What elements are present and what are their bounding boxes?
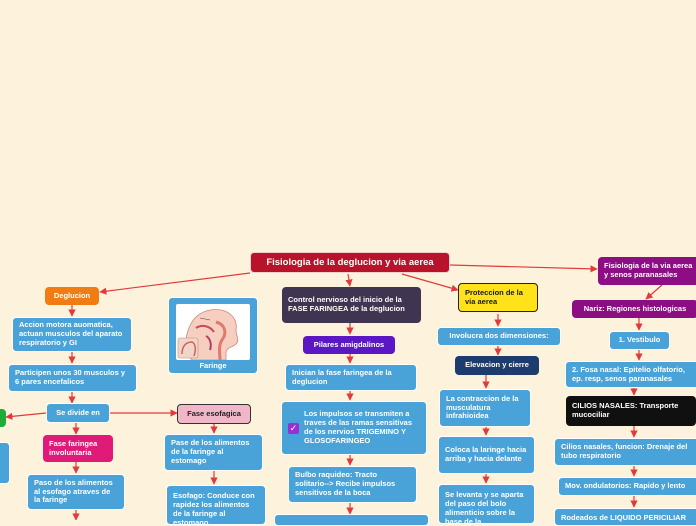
pharynx-illustration (176, 304, 250, 360)
faringe-caption: Faringe (169, 361, 257, 370)
topic-rodeados[interactable]: Rodeados de LIQUIDO PERICILIAR (554, 508, 696, 526)
topic-control-nervioso[interactable]: Control nervioso del inicio de la FASE F… (282, 287, 421, 323)
topic-nariz[interactable]: Nariz: Regiones histologicas (572, 300, 696, 318)
topic-pase-alimentos[interactable]: Pase de los alimentos de la faringe al e… (164, 434, 263, 471)
topic-participan[interactable]: Participen unos 30 musculos y 6 pares en… (8, 364, 137, 392)
topic-inician[interactable]: Inician la fase faringea de la deglucion (285, 364, 417, 391)
topic-accion-motora[interactable]: Accion motora auomatica, actuan musculos… (12, 317, 132, 352)
topic-edge-left-green[interactable] (0, 409, 6, 427)
topic-edge-left-blue[interactable] (0, 442, 10, 484)
topic-impulsos[interactable]: ✓ Los impulsos se transmiten a traves de… (281, 401, 427, 455)
impulsos-text: Los impulsos se transmiten a traves de l… (304, 410, 420, 445)
topic-involucra[interactable]: Involucra dos dimensiones: (437, 327, 561, 346)
root-topic[interactable]: Fisiologia de la deglucion y via aerea (250, 252, 450, 273)
checkbox-checked-icon[interactable]: ✓ (288, 423, 299, 434)
topic-middle-bottom[interactable] (274, 514, 429, 526)
topic-cilios-funcion[interactable]: Cilios nasales, funcion: Drenaje del tub… (554, 438, 696, 466)
pharynx-anatomy-image (176, 304, 250, 360)
topic-fase-faringea[interactable]: Fase faringea involuntaria (43, 435, 113, 462)
topic-fase-esofagica[interactable]: Fase esofagica (177, 404, 251, 424)
topic-fisiologia-senos[interactable]: Fisiologia de la via aerea y senos paran… (598, 257, 696, 285)
faringe-image-card[interactable]: Faringe (168, 297, 258, 374)
topic-bulbo[interactable]: Bulbo raquideo: Tracto solitario--> Reci… (288, 466, 417, 503)
topic-contraccion[interactable]: La contraccion de la musculatura infrahi… (439, 389, 531, 427)
topic-mov-ondulatorios[interactable]: Mov. ondulatorios: Rapido y lento (558, 477, 696, 496)
topic-proteccion[interactable]: Proteccion de la via aerea (458, 283, 538, 312)
topic-elevacion[interactable]: Elevacion y cierre (455, 356, 539, 375)
topic-vestibulo[interactable]: 1. Vestibulo (609, 331, 670, 350)
topic-fosa-nasal[interactable]: 2. Fosa nasal: Epitelio olfatorio, ep. r… (565, 361, 696, 388)
topic-deglucion[interactable]: Deglucion (45, 287, 99, 305)
topic-cilios-nasales[interactable]: CILIOS NASALES: Transporte mucociliar (566, 396, 696, 426)
topic-esofago[interactable]: Esofago: Conduce con rapidez los aliment… (166, 485, 266, 525)
topic-paso-alimentos[interactable]: Paso de los alimentos al esofago atraves… (27, 474, 125, 510)
topic-se-divide[interactable]: Se divide en (46, 403, 110, 423)
topic-coloca[interactable]: Coloca la laringe hacia arriba y hacia d… (438, 436, 535, 474)
topic-pilares[interactable]: Pilares amigdalinos (303, 336, 395, 354)
topic-levanta[interactable]: Se levanta y se aparta del paso del bolo… (438, 484, 535, 524)
